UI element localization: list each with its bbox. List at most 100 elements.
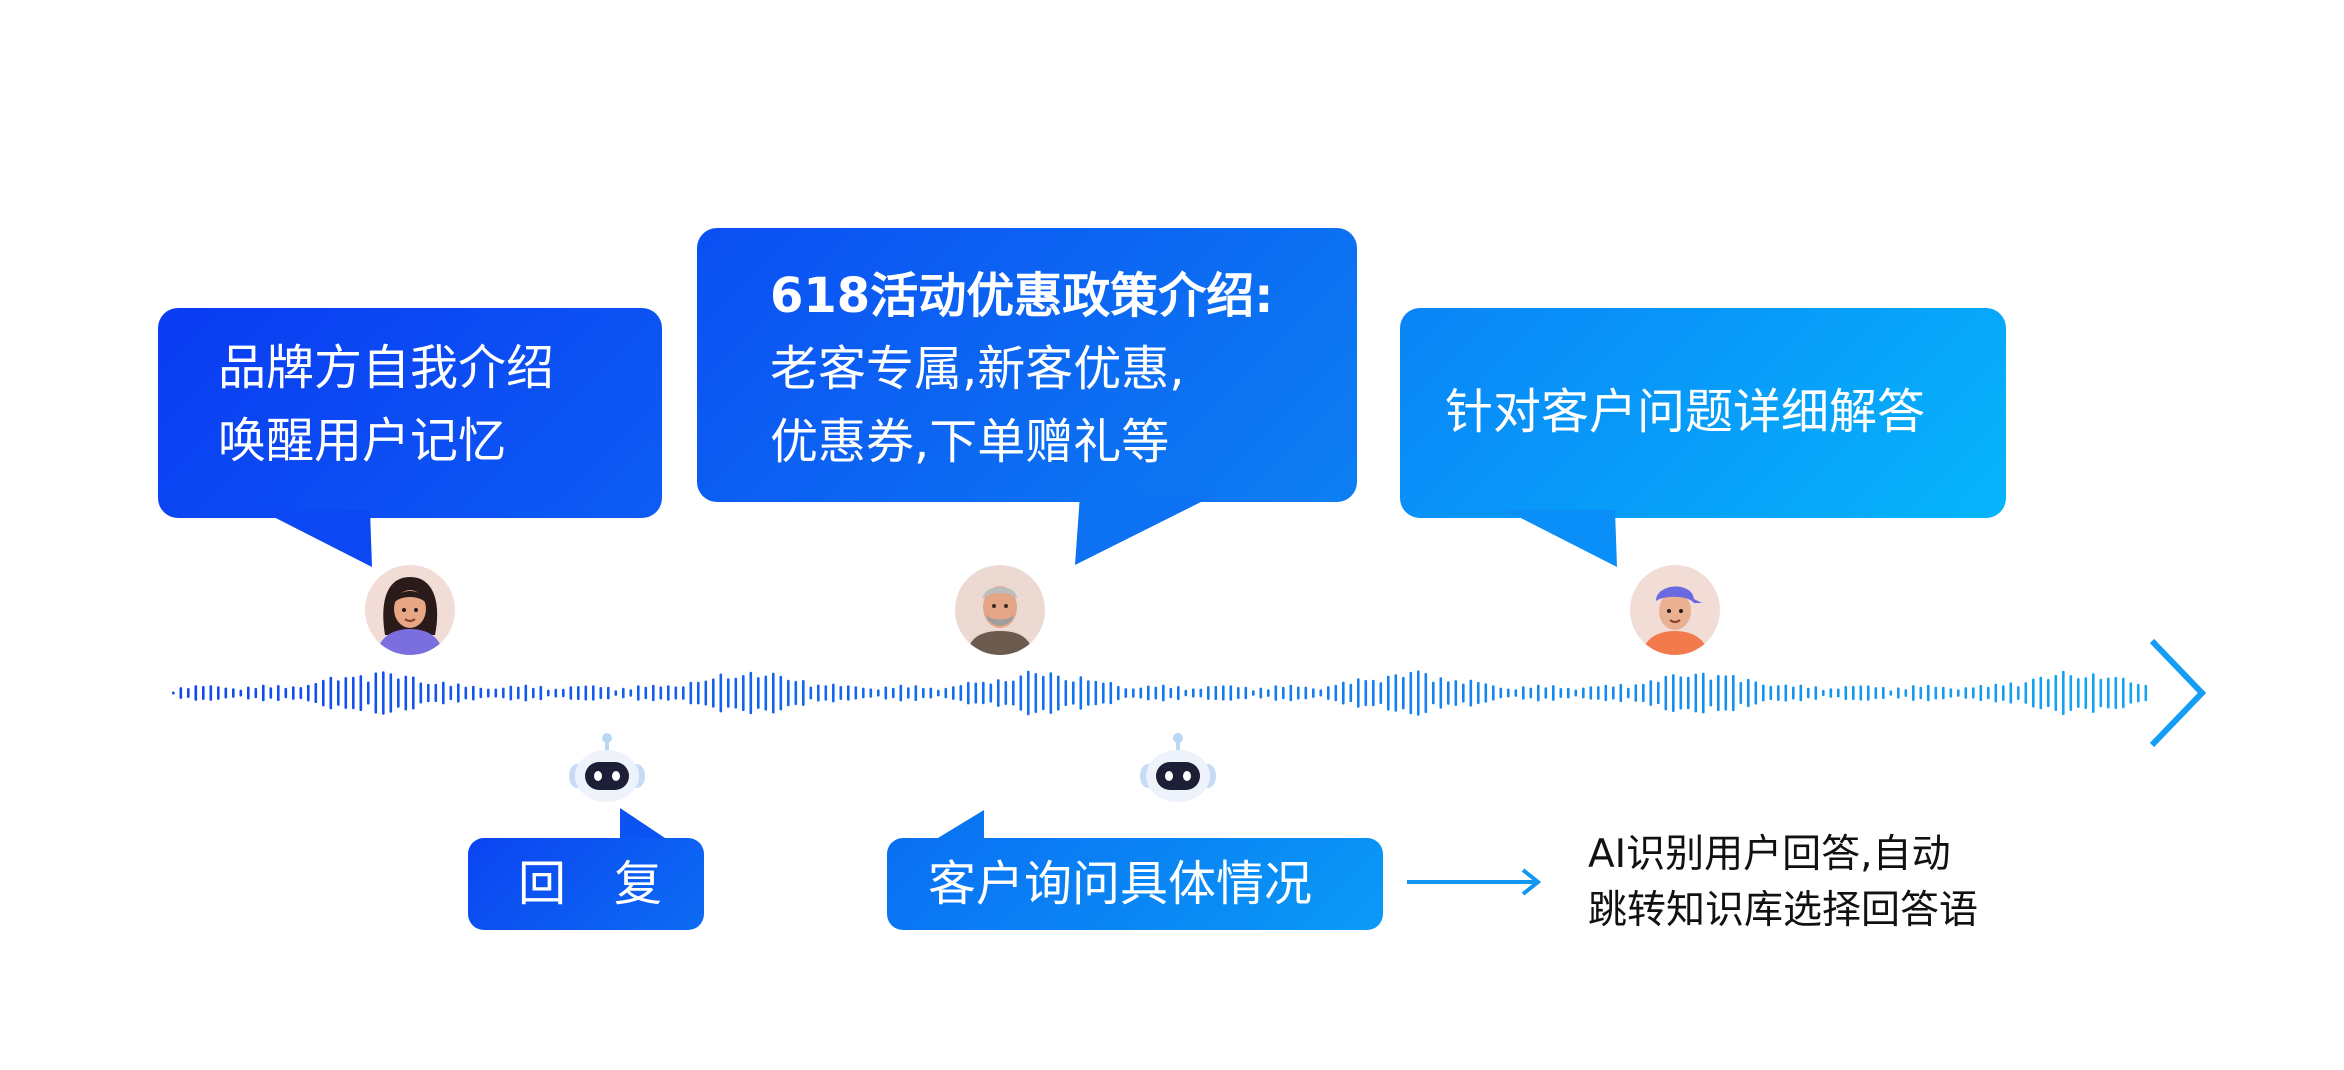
wave-bar [434,683,438,703]
wave-bar [1507,688,1510,698]
wave-bar [397,678,400,708]
wave-bar [262,684,265,702]
wave-bar [1477,681,1480,705]
inquiry-bubble [887,838,1383,930]
wave-bar [1732,674,1735,712]
wave-bar [442,681,445,705]
wave-bar [1417,670,1420,716]
wave-bar [322,679,325,707]
wave-bar [1874,687,1878,699]
wave-bar [1252,690,1255,696]
wave-bar [884,686,888,700]
intro-line-2: 唤醒用户记忆 [218,413,507,469]
answer-line-1: 针对客户问题详细解答 [1445,384,1926,440]
wave-bar [757,677,760,709]
wave-bar [1154,686,1158,700]
wave-bar [2099,678,2103,708]
wave-bar [1919,686,1923,700]
wave-bar [1799,684,1803,702]
wave-bar [1109,681,1113,705]
bubble-tail-inquiry [928,810,984,844]
wave-bar [277,685,280,701]
wave-bar [1087,680,1090,706]
ai-note-line-2: 跳转知识库选择回答语 [1588,888,1979,933]
wave-bar [1754,681,1758,705]
speech-bubble-promo [697,228,1357,502]
wave-bar [764,675,768,711]
wave-bar [2032,678,2035,708]
wave-bar [1042,675,1045,711]
wave-bar [2122,677,2125,709]
robot-icon [1136,728,1220,816]
wave-bar [899,684,903,702]
wave-bar [637,685,640,701]
wave-bar [2144,684,2148,702]
wave-bar [1454,680,1458,706]
wave-bar [1207,686,1210,700]
reply-label: 回 复 [518,856,663,912]
wave-bar [1057,675,1060,711]
wave-bar [524,684,528,702]
wave-bar [1492,685,1495,701]
wave-bar [292,686,295,700]
wave-bar [1079,676,1083,710]
wave-bar [742,675,745,711]
wave-bar [1844,686,1848,700]
wave-bar [1544,687,1548,699]
wave-bar [719,673,723,713]
wave-bar [832,683,835,703]
wave-bar [1012,680,1015,706]
wave-bar [2084,677,2088,709]
wave-bar [1679,676,1683,710]
wave-bar [1949,688,1953,698]
wave-bar [1814,686,1818,700]
wave-bar [1349,683,1353,703]
wave-bar [2107,677,2110,709]
wave-bar [2129,682,2133,704]
wave-bar [1777,685,1780,701]
wave-bar [847,685,850,701]
wave-bar [1574,689,1578,697]
wave-bar [1927,684,1930,702]
wave-bar [1192,688,1195,698]
wave-bar [937,689,940,697]
wave-bar [1327,686,1330,700]
promo-line-3: 优惠券,下单赠礼等 [770,414,1170,470]
wave-bar [1822,689,1825,696]
wave-bar [1739,681,1743,704]
wave-bar [1132,688,1135,698]
wave-bar [1829,688,1833,698]
wave-bar [2024,682,2028,704]
wave-bar [382,671,385,715]
wave-bar [1409,671,1413,715]
bubble-tail-reply [620,808,668,842]
wave-bar [1034,673,1038,713]
intro-text: 品牌方自我介绍 唤醒用户记忆 [218,332,554,478]
wave-bar [2069,675,2073,711]
wave-bar [2062,670,2065,716]
wave-bar [247,686,250,700]
wave-bar [877,689,880,697]
wave-bar [1649,680,1653,706]
wave-bar [839,686,843,700]
wave-bar [1484,683,1488,703]
arrow-right-icon [1407,868,1542,896]
wave-bar [2137,683,2140,703]
wave-bar [749,671,753,715]
wave-bar [1942,686,1945,700]
wave-bar [344,677,348,709]
wave-bar [532,687,535,699]
wave-bar [1582,687,1585,699]
wave-bar [1139,687,1143,699]
wave-bar [854,686,858,700]
wave-bar [1709,679,1713,707]
wave-bar [457,683,460,703]
wave-bar [802,680,805,706]
wave-bar [479,687,483,699]
wave-bar [202,686,205,700]
wave-bar [1589,686,1593,700]
wave-bar [1094,680,1098,706]
wave-bar [817,684,820,702]
wave-bar [862,687,865,699]
wave-bar [547,689,550,697]
